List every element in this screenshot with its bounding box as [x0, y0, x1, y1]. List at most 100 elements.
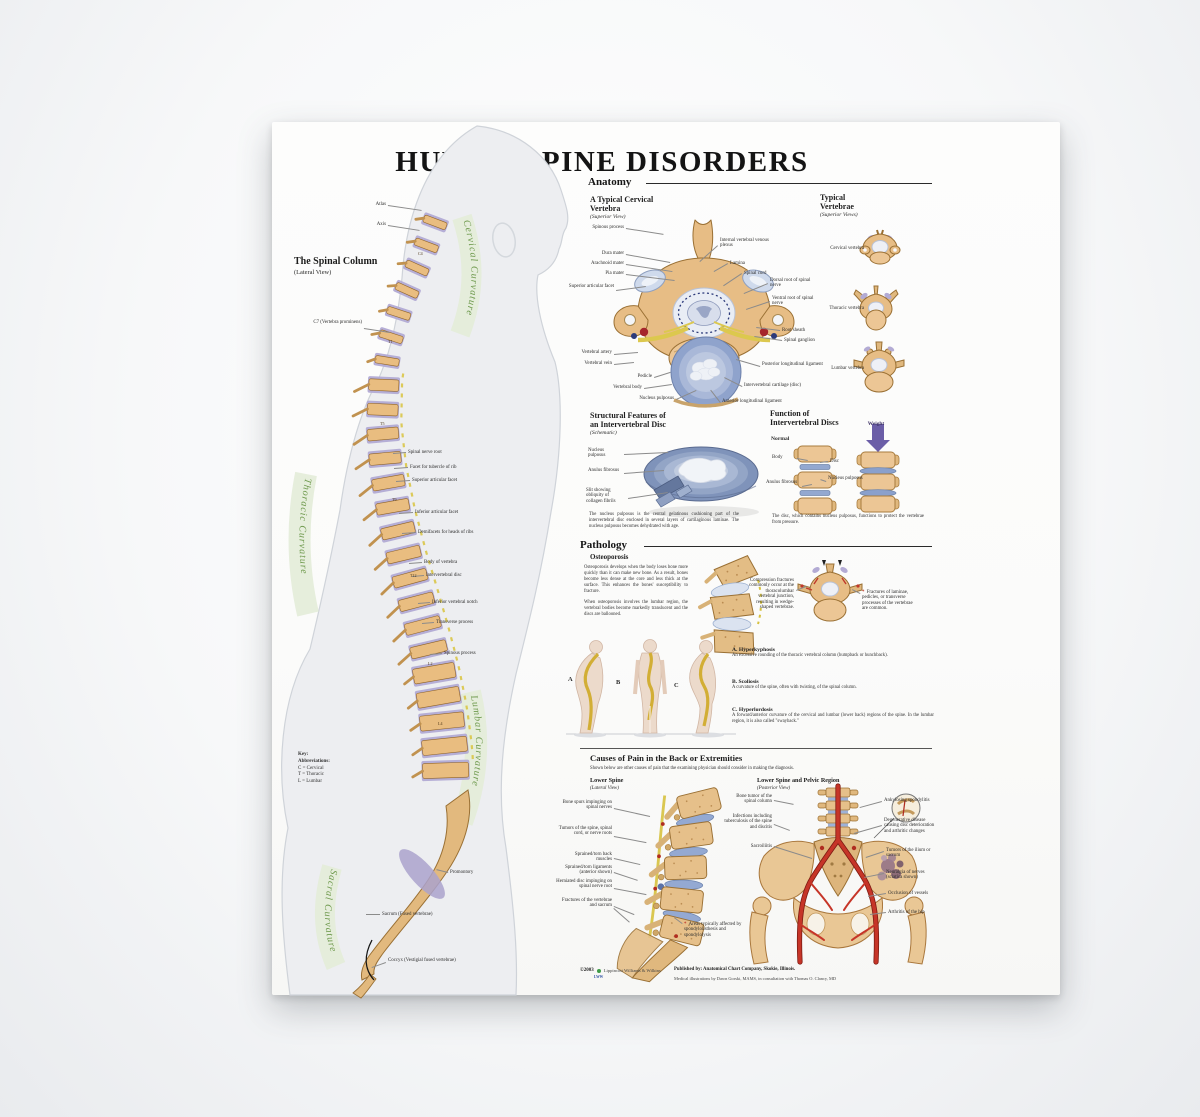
lower-spine-view: (Lateral View) — [590, 786, 619, 791]
key-title: Key: — [298, 752, 309, 757]
credit-copyright-row: ©2003 Lippincott Williams & Wilkins — [580, 968, 661, 973]
disc-schematic-illustration — [643, 446, 759, 518]
spinal-nerve-left — [637, 325, 689, 343]
disc-heading: Structural Features of — [590, 411, 666, 420]
typical-heading: Typical — [820, 193, 846, 202]
lww-mark: LWW — [594, 975, 604, 979]
key-item: C = Cervical — [298, 765, 324, 771]
ligament-accent — [757, 579, 762, 625]
published-by: Published by: Anatomical Chart Company, … — [674, 967, 796, 972]
pelvic-view: (Posterior View) — [757, 786, 791, 791]
femur-left — [749, 911, 769, 965]
osteoporosis-heading: Osteoporosis — [590, 553, 629, 561]
wing-hole — [863, 248, 867, 252]
arteries — [796, 783, 880, 965]
spine-curve-kyphosis — [583, 652, 600, 731]
figure-hyperlordosis — [689, 640, 716, 734]
body — [864, 371, 894, 393]
abbreviation-key: Key: Abbreviations: C = Cervical T = Tho… — [298, 752, 330, 786]
figure-scoliosis — [633, 639, 667, 734]
disc-heading2: an Intervertebral Disc — [590, 420, 666, 429]
facet-accent — [863, 346, 871, 352]
osteoporosis-paragraph-2: When osteoporosis involves the lumbar re… — [584, 600, 688, 618]
wing-hole — [893, 248, 897, 252]
figure-shadow — [574, 732, 606, 738]
publisher-logo-icon — [596, 968, 601, 973]
function-caption: The disc, which contains nucleus pulposu… — [772, 514, 924, 526]
fracture-lines — [805, 577, 847, 591]
copyright-text: ©2003 — [580, 968, 594, 973]
svg-text:Sacral Curvature: Sacral Curvature — [322, 868, 339, 954]
nerve-rootlet-right — [713, 321, 745, 333]
causes-header: Causes of Pain in the Back or Extremitie… — [590, 753, 743, 763]
cervical-view: (Superior View) — [590, 214, 626, 220]
causes-subtitle: Shown below are other causes of pain tha… — [590, 766, 794, 771]
spinal-column-drawing — [351, 212, 475, 782]
figure-shadow — [634, 732, 666, 738]
femur-head-left — [752, 896, 772, 916]
lower-spine-heading: Lower Spine — [590, 777, 624, 784]
foramen-transversarium-right — [772, 314, 784, 326]
body-silhouette-illustration: Cervical Curvature Thoracic Curvature Lu… — [281, 125, 569, 999]
posture-description-a: A. Hyperkyphosis An excessive rounding o… — [732, 647, 934, 659]
osteoporosis-paragraph-1: Osteoporosis develops when the body lose… — [584, 565, 688, 595]
facet-accent — [860, 292, 868, 300]
pelvic-heading: Lower Spine and Pelvic Region — [757, 777, 840, 784]
diagram-label: Nucleus pulposus — [588, 448, 606, 459]
sacral-curvature-label: Sacral Curvature — [322, 868, 338, 954]
pelvic-region-illustration — [749, 783, 927, 965]
key-item: L = Lumbar — [298, 779, 323, 784]
function-heading2: Intervertebral Discs — [770, 418, 839, 427]
ballooned-disc — [712, 617, 752, 631]
facet-accent — [840, 567, 848, 573]
joint-inset-circle — [891, 793, 921, 823]
wedge-vertebra — [700, 629, 755, 655]
typical-cervical-vertebra — [859, 229, 901, 265]
cervical-heading: A Typical Cervical — [590, 195, 654, 204]
vertebral-vein-dot-left — [631, 333, 637, 339]
posture-c-desc: A forward/anterior curvature of the cerv… — [732, 713, 934, 725]
facet-accent — [884, 292, 892, 300]
foramen — [821, 581, 839, 597]
disc-shadow — [649, 506, 759, 518]
vertebral-artery-dot-right — [759, 327, 769, 337]
causes-rule — [580, 748, 932, 749]
spinal-column-heading: The Spinal Column — [294, 256, 378, 267]
figure-shadow — [692, 732, 724, 738]
posture-a-name: A. Hyperkyphosis — [732, 647, 775, 653]
poster: HUMAN SPINE DISORDERS Cervical Curvature… — [272, 122, 1060, 999]
publisher-brand: Lippincott Williams & Wilkins — [603, 968, 661, 973]
coccyx-bone — [352, 973, 377, 999]
front-edge — [645, 481, 757, 499]
foramen-transversarium-left — [624, 314, 636, 326]
typical-view: (Superior Views) — [820, 212, 858, 218]
typical-lumbar-vertebra — [853, 341, 905, 393]
facet-accent — [812, 567, 820, 573]
nerve-rootlet-left — [663, 321, 695, 333]
lower-spine-illustration — [616, 787, 722, 983]
body — [865, 309, 887, 331]
sacroiliitis-dot — [819, 845, 825, 851]
facet-accent — [887, 346, 895, 352]
posture-description-c: C. Hyperlordosis A forward/anterior curv… — [732, 707, 934, 725]
disc-function-illustration — [793, 424, 900, 515]
spine-curve-lordosis — [698, 653, 710, 727]
typical-thoracic-vertebra — [853, 285, 899, 331]
anatomy-rule — [646, 183, 932, 185]
posture-c-name: C. Hyperlordosis — [732, 707, 773, 713]
posture-a-desc: An excessive rounding of the thoracic ve… — [732, 653, 888, 658]
coccyx-ink-arc — [365, 939, 375, 981]
disc-view: (Schematic) — [590, 430, 617, 436]
posture-description-b: B. Scoliosis A curvature of the spine, o… — [732, 679, 934, 691]
key-subtitle: Abbreviations: — [298, 758, 330, 764]
diagram-label: Slit showing obliquity of collagen fibri… — [586, 488, 616, 504]
body-outline — [281, 125, 569, 996]
femur-head-right — [904, 896, 924, 916]
lamella-tab — [675, 484, 693, 499]
disc-caption: The nucleus pulposus is the central gela… — [589, 512, 739, 530]
anterior-ligament-arc — [673, 397, 739, 408]
nucleus-pulposus-shape — [689, 358, 721, 381]
body — [813, 598, 847, 622]
cervical-vertebra-illustration — [613, 219, 795, 408]
